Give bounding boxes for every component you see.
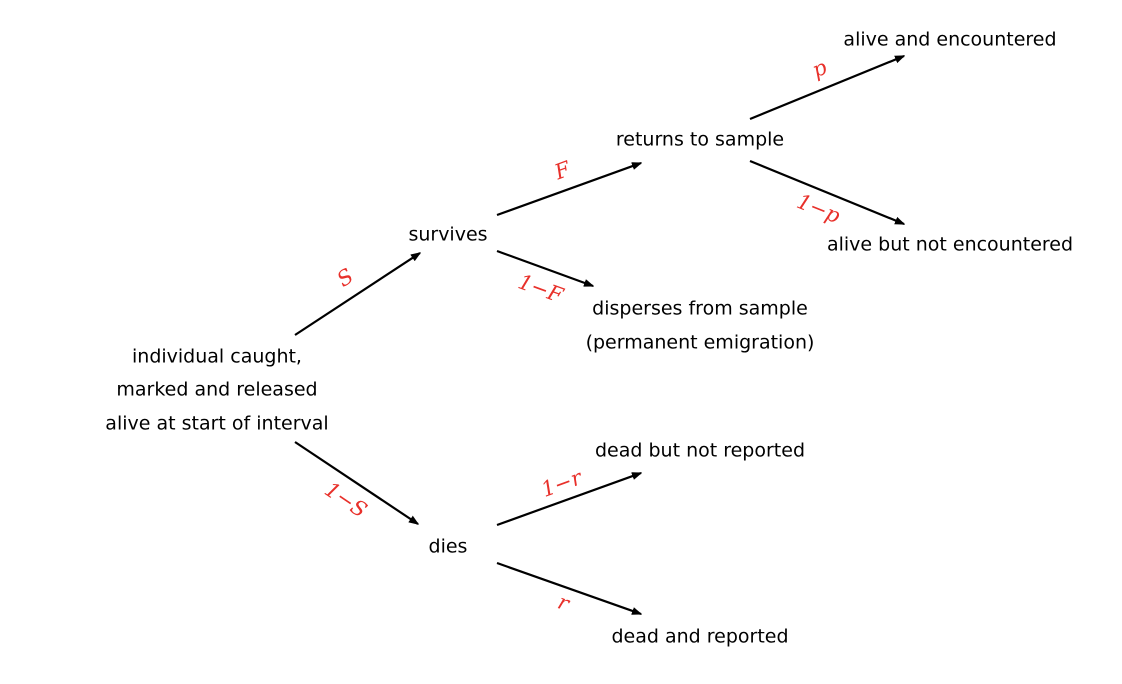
arrow-start-to-survives bbox=[294, 252, 420, 336]
label-p: p bbox=[809, 55, 830, 82]
node-encountered: alive and encountered bbox=[843, 29, 1056, 51]
node-disperses-line1: disperses from sample bbox=[592, 298, 808, 320]
node-dead-not-reported: dead but not reported bbox=[595, 440, 805, 462]
node-disperses-line2: (permanent emigration) bbox=[586, 332, 815, 354]
label-1-minus-F: 1−F bbox=[515, 270, 567, 309]
label-r: r bbox=[555, 590, 574, 617]
label-S: S bbox=[333, 264, 358, 292]
label-1-minus-S: 1−S bbox=[320, 477, 371, 522]
label-1-minus-p: 1−p bbox=[793, 189, 843, 228]
node-dies: dies bbox=[429, 536, 468, 558]
node-returns: returns to sample bbox=[616, 129, 784, 151]
arrow-dies-to-not-reported bbox=[496, 471, 641, 527]
label-F: F bbox=[551, 156, 575, 184]
node-start-line1: individual caught, bbox=[132, 346, 302, 368]
arrow-returns-to-encountered bbox=[749, 54, 904, 121]
node-start-line3: alive at start of interval bbox=[105, 413, 328, 435]
node-not-encountered: alive but not encountered bbox=[827, 234, 1073, 256]
node-dead-reported: dead and reported bbox=[611, 626, 788, 648]
node-survives: survives bbox=[408, 224, 487, 246]
arrow-survives-to-disperses bbox=[496, 249, 593, 288]
arrow-returns-to-not-encountered bbox=[749, 159, 904, 226]
node-start-line2: marked and released bbox=[116, 379, 317, 401]
arrow-survives-to-returns bbox=[496, 161, 641, 217]
arrow-start-to-dies bbox=[294, 441, 418, 525]
arrow-dies-to-reported bbox=[496, 561, 641, 616]
